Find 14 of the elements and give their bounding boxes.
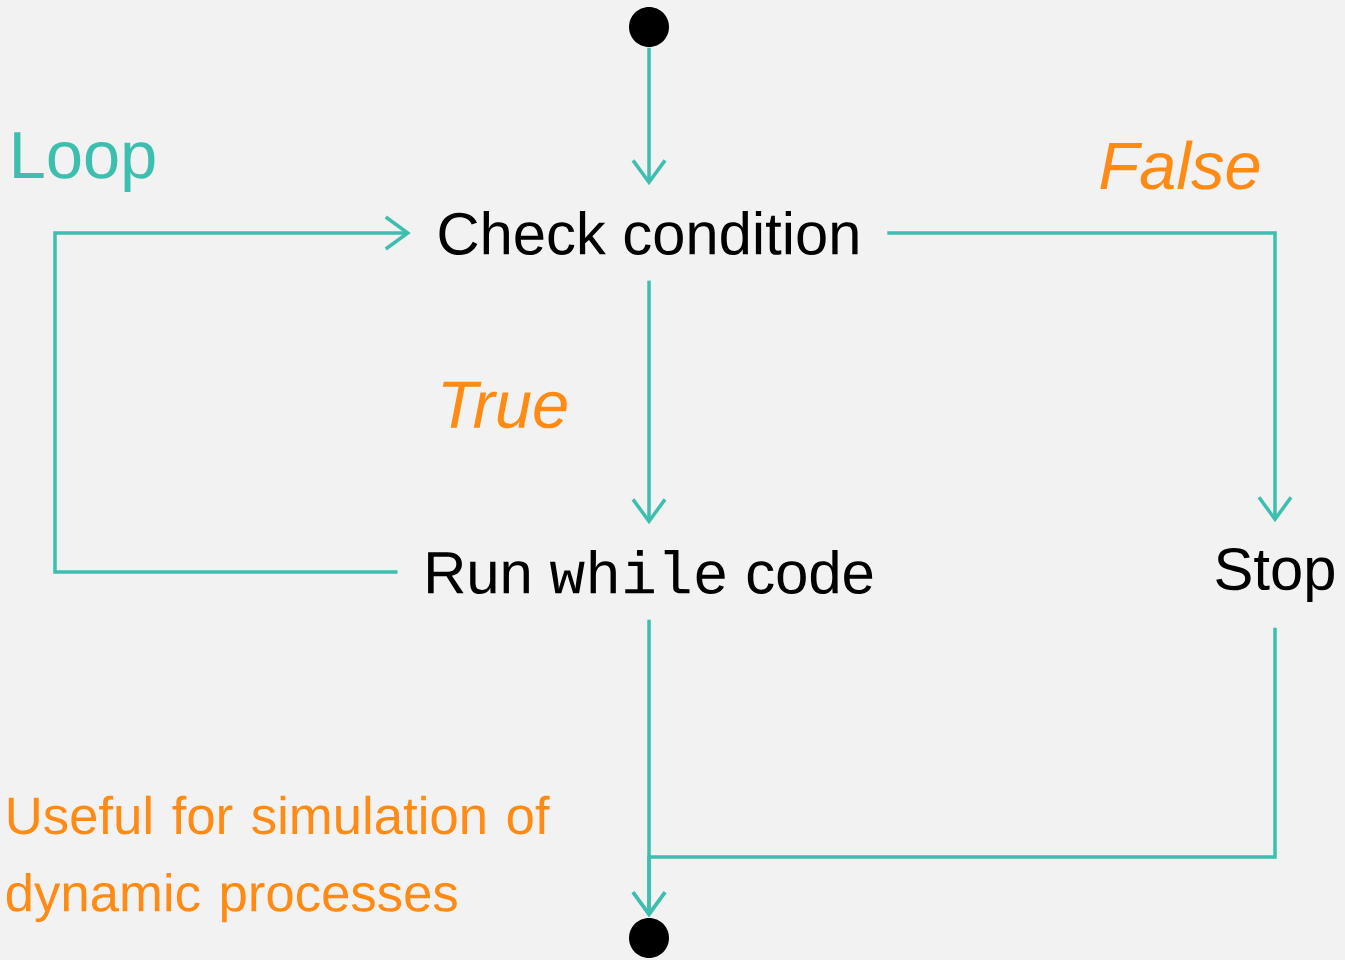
edge-label: True (442, 381, 567, 429)
arrow (53, 215, 411, 574)
arrow (631, 627, 1277, 918)
node-text: Run while code (398, 525, 900, 619)
edge-label: False (1100, 140, 1260, 190)
note-text: Useful for simulation of dynamic processes (6, 795, 550, 923)
filled-circle (629, 918, 669, 958)
edge-label: Loop (14, 132, 155, 192)
node-text: Stop (1188, 522, 1345, 628)
node-text: Check condition (411, 186, 887, 280)
arrow (631, 47, 667, 186)
arrow (887, 231, 1293, 523)
arrow (631, 280, 667, 525)
filled-circle (629, 7, 669, 47)
